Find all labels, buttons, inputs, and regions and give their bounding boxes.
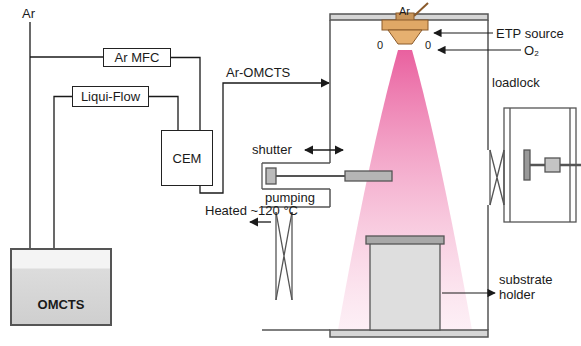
gas-label: Ar — [22, 6, 35, 21]
shutter-assembly — [266, 168, 276, 184]
box-text: OMCTS — [38, 297, 85, 312]
gas-line — [149, 97, 178, 131]
etp-source — [382, 20, 428, 30]
shutter-assembly — [305, 149, 343, 150]
pumping-port — [276, 212, 292, 300]
shutter-assembly — [262, 188, 330, 189]
loadlock-chamber — [545, 158, 560, 172]
vacuum-chamber — [330, 330, 488, 337]
gas-line — [54, 97, 72, 249]
etp-source — [382, 3, 428, 44]
vacuum-chamber — [329, 189, 331, 207]
box-text: CEM — [173, 151, 202, 166]
etp-source — [414, 3, 428, 16]
loadlock-chamber — [524, 150, 530, 180]
part-label: substrate holder — [499, 272, 575, 302]
loadlock-chamber — [489, 150, 490, 205]
part-label: shutter — [252, 142, 292, 157]
leader-arrow — [438, 49, 521, 50]
vacuum-chamber — [487, 20, 489, 150]
loadlock-chamber — [490, 150, 504, 205]
substrate-holder — [366, 236, 444, 330]
box-text: Ar MFC — [115, 50, 160, 65]
pumping-port — [275, 212, 276, 300]
gas-line — [30, 56, 103, 57]
shutter-assembly — [262, 162, 330, 163]
loadlock-chamber — [509, 108, 510, 222]
substrate-holder — [366, 236, 444, 244]
pumping-port — [262, 329, 330, 330]
part-label: ETP source — [496, 26, 564, 41]
leader-arrow — [434, 33, 521, 293]
gas-line — [29, 22, 30, 285]
vacuum-chamber — [487, 205, 489, 330]
gas-label: Ar-OMCTS — [226, 65, 290, 80]
pumping-port — [291, 212, 292, 300]
note-label: Heated ~120 °C — [205, 203, 298, 218]
gas-label: O₂ — [524, 43, 539, 58]
leader-arrow — [442, 292, 495, 293]
gas-line — [30, 22, 329, 285]
pumping-port — [250, 207, 330, 330]
flow-meter-box: Liqui-Flow — [72, 86, 149, 107]
ring-mark: 0 — [425, 39, 431, 52]
shutter-assembly — [276, 175, 345, 177]
ring-mark: 0 — [377, 39, 383, 52]
evaporator-box: CEM — [161, 130, 213, 186]
vacuum-chamber — [330, 14, 488, 337]
gas-line — [171, 58, 200, 131]
flow-controller-box: Ar MFC — [103, 48, 171, 67]
etp-source — [388, 30, 422, 44]
loadlock-chamber — [490, 108, 581, 222]
box-text: Liqui-Flow — [81, 89, 140, 104]
vacuum-chamber — [329, 20, 331, 163]
precursor-container: OMCTS — [10, 248, 112, 326]
shutter-assembly — [345, 171, 392, 181]
shutter-assembly — [261, 163, 262, 189]
part-label: loadlock — [492, 75, 540, 90]
pumping-port — [250, 221, 271, 222]
substrate-holder — [370, 242, 440, 330]
leader-arrow — [434, 32, 493, 33]
gas-label: Ar — [399, 5, 410, 18]
plasma-cone — [338, 50, 472, 330]
part-label: pumping — [265, 190, 315, 205]
